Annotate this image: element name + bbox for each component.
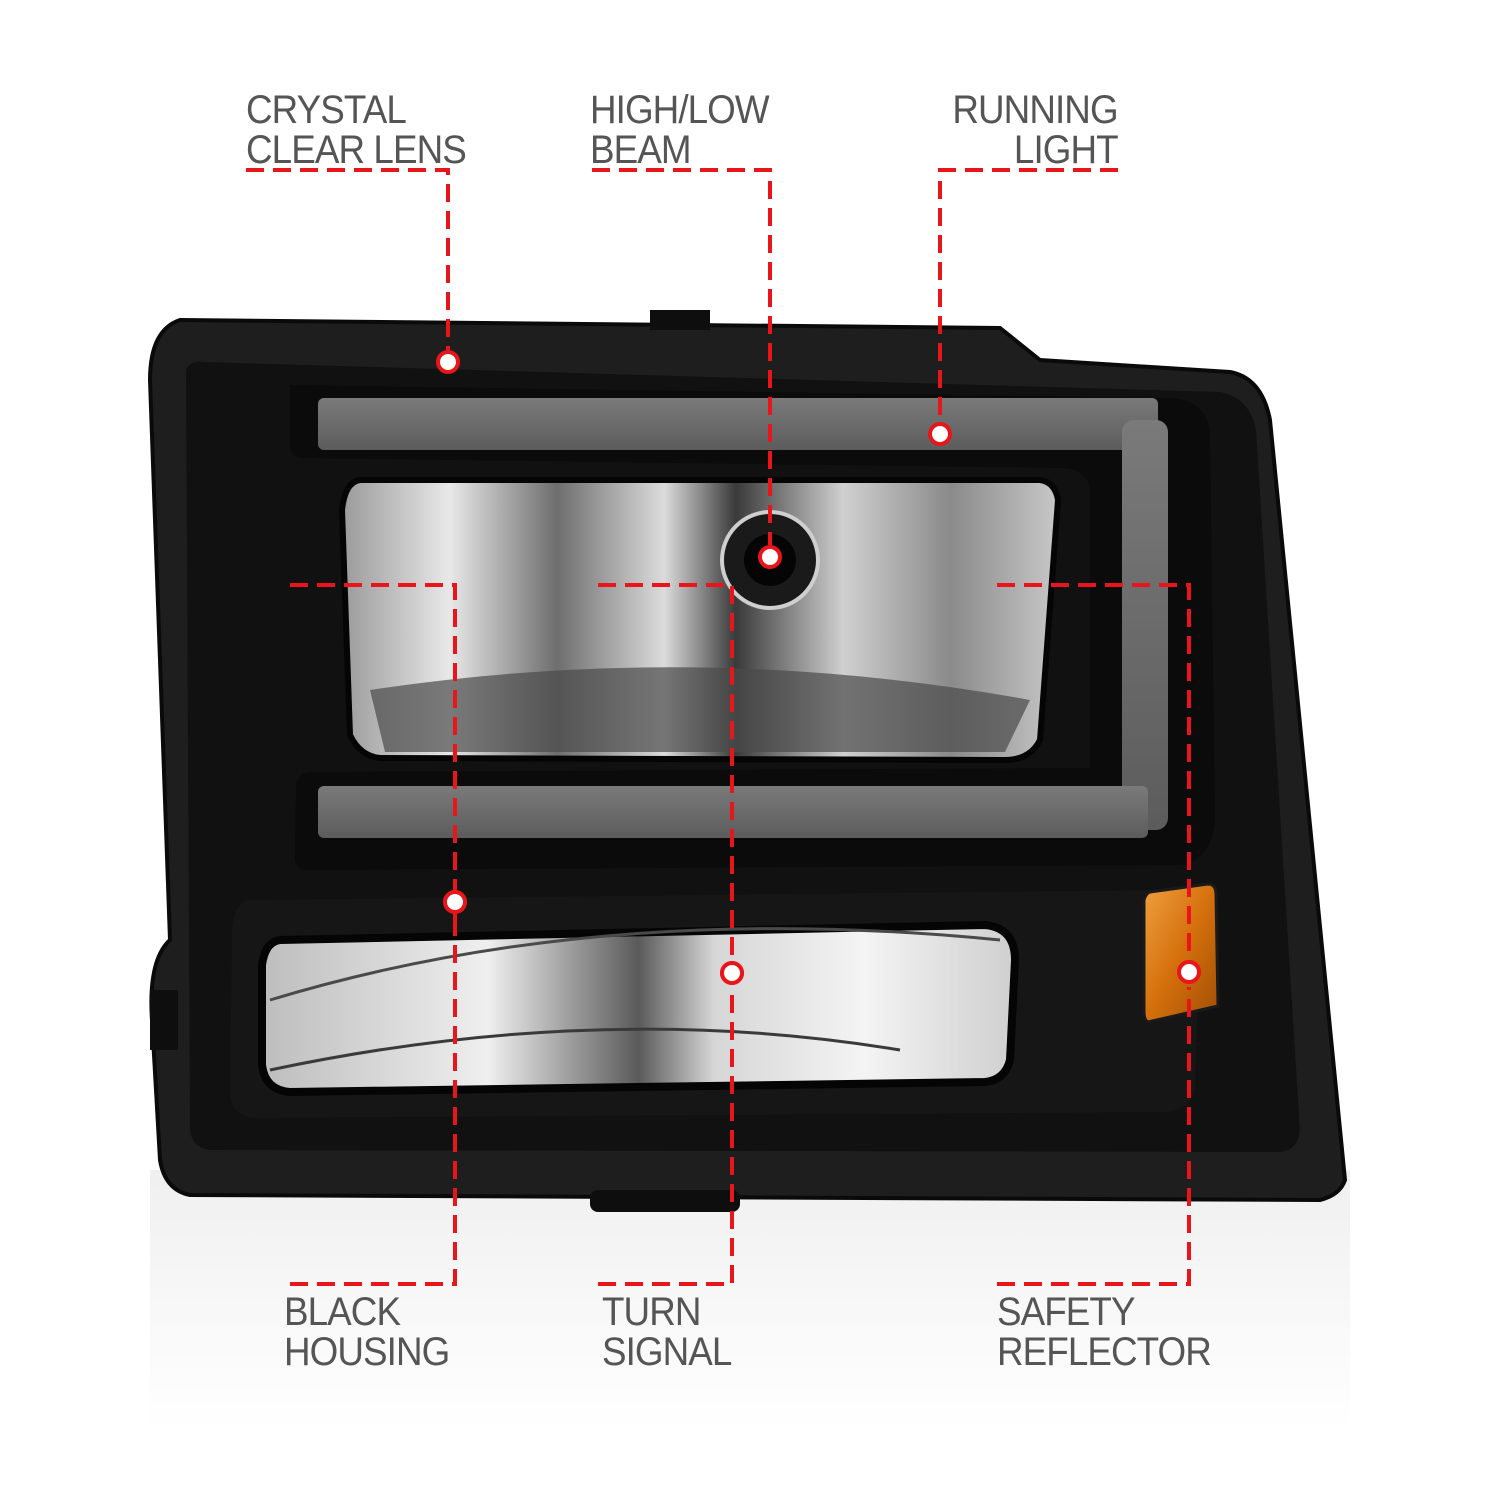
label-line: BEAM xyxy=(590,128,692,172)
leader-running-light xyxy=(938,168,1118,420)
floor-reflection xyxy=(150,1170,1350,1430)
label-line: CRYSTAL xyxy=(246,88,407,132)
callout-dot-icon xyxy=(928,422,952,446)
label-turn-signal: TURN SIGNAL xyxy=(602,1290,732,1374)
reflector-lower-shade xyxy=(370,667,1030,752)
label-black-housing: BLACK HOUSING xyxy=(284,1290,450,1374)
callout-dot-icon xyxy=(720,961,744,985)
label-safety-reflector: SAFETY REFLECTOR xyxy=(997,1290,1212,1374)
reflector-ridge xyxy=(269,927,1001,1002)
callout-dot-icon xyxy=(436,350,460,374)
callout-dot-icon xyxy=(758,545,782,569)
label-line: SAFETY xyxy=(997,1290,1136,1334)
label-line: HIGH/LOW xyxy=(590,88,770,132)
leader-lines xyxy=(246,168,1191,990)
mounting-tab-bottom xyxy=(590,1190,740,1212)
label-line: RUNNING xyxy=(952,88,1119,132)
label-running-light: RUNNING LIGHT xyxy=(952,88,1119,172)
label-line: SIGNAL xyxy=(602,1330,732,1374)
label-line: HOUSING xyxy=(284,1330,450,1374)
leader-safety-reflector xyxy=(997,583,1191,988)
callout-dot-icon xyxy=(1177,960,1201,984)
label-line: REFLECTOR xyxy=(997,1330,1212,1374)
label-high-low-beam: HIGH/LOW BEAM xyxy=(590,88,770,172)
label-line: CLEAR LENS xyxy=(246,128,467,172)
leader-black-housing xyxy=(290,583,457,918)
mounting-tab-side xyxy=(150,990,178,1050)
turn-signal-reflector xyxy=(258,920,1020,1097)
label-line: BLACK xyxy=(284,1290,401,1334)
amber-safety-reflector xyxy=(1142,882,1220,1024)
leader-high-low-beam xyxy=(592,168,772,545)
leader-crystal-clear-lens xyxy=(246,168,450,350)
label-line: LIGHT xyxy=(1014,128,1119,172)
running-light-vertical-bar xyxy=(1122,420,1168,830)
label-crystal-clear-lens: CRYSTAL CLEAR LENS xyxy=(246,88,467,172)
mounting-tab-top xyxy=(650,310,710,330)
leader-turn-signal xyxy=(598,583,734,990)
reflector-ridge-lower xyxy=(269,1027,901,1072)
callout-dot-icon xyxy=(443,890,467,914)
label-line: TURN xyxy=(602,1290,701,1334)
